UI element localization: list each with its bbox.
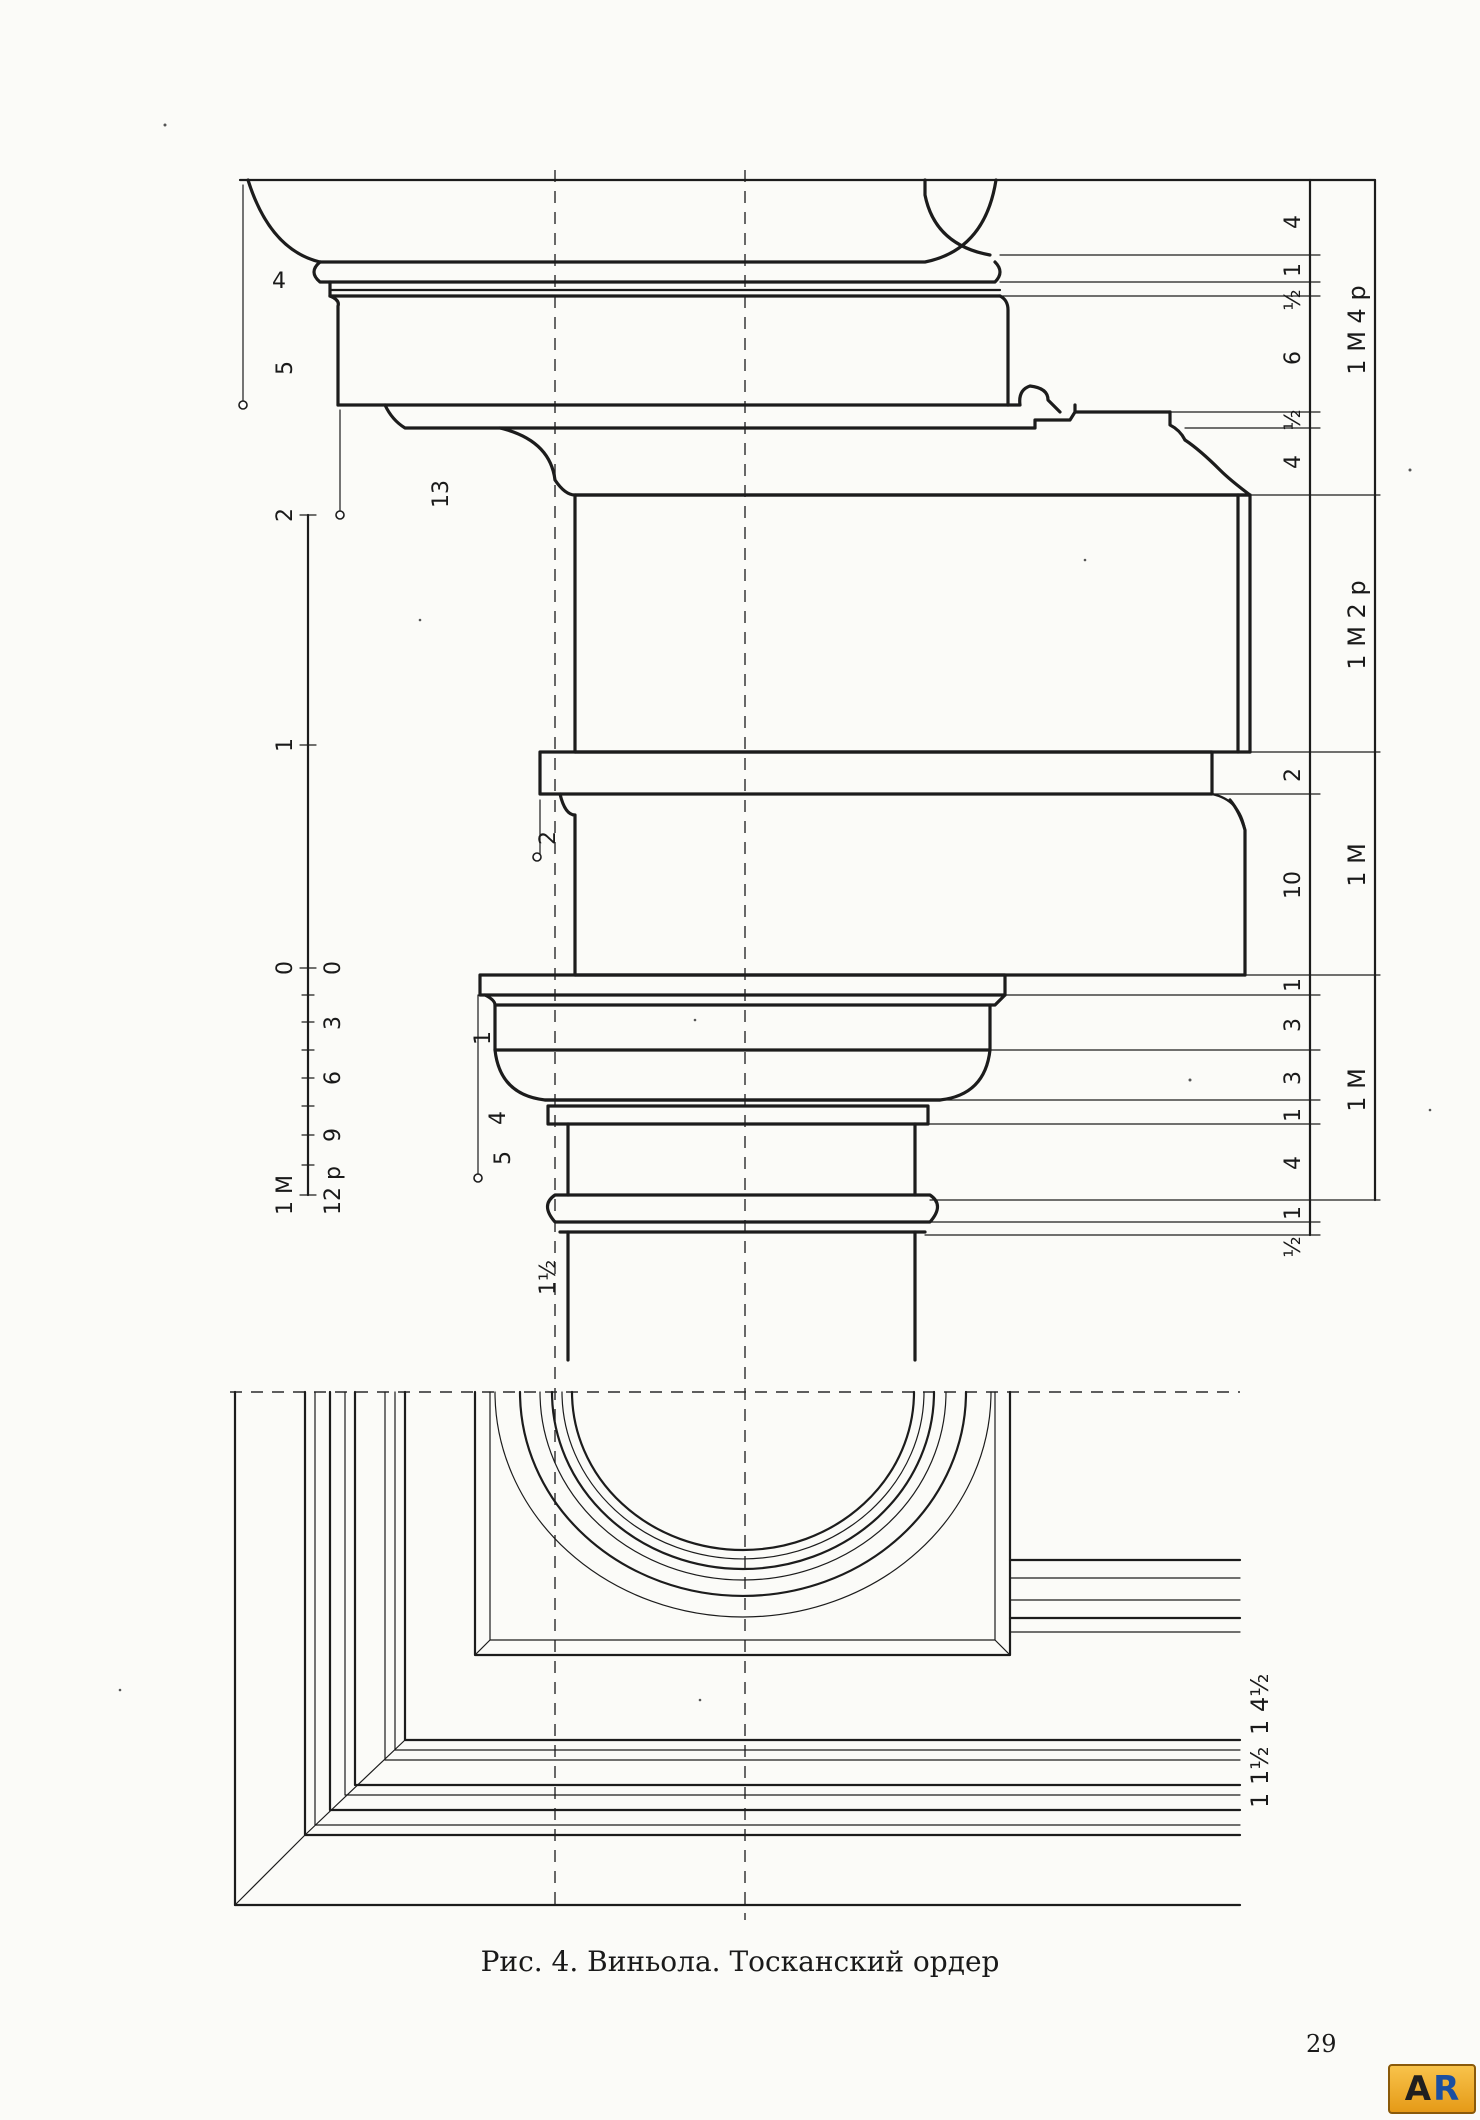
scale-labels: 2 1 0 0 3 6 9 1 М 12 р (273, 508, 346, 1215)
sub-6: 6 (1281, 351, 1306, 365)
sub-1-c: 1 (1281, 1108, 1306, 1122)
dimension-lines (924, 178, 1381, 1237)
sub-half-a: ½ (1281, 289, 1306, 310)
left-13: 13 (429, 480, 454, 508)
logo-letter-r: R (1433, 2069, 1460, 2109)
left-4: 4 (272, 269, 286, 294)
scale-3: 3 (321, 1016, 346, 1030)
scale-0a: 0 (273, 961, 298, 975)
left-4b: 4 (486, 1111, 511, 1125)
sub-1-d: 1 (1281, 1206, 1306, 1220)
sub-half-b: ½ (1281, 409, 1306, 430)
left-labels: 4 5 13 2 1 4 5 1½ (272, 269, 561, 1295)
sub-4-b: 4 (1281, 455, 1306, 469)
sub-half-c: ½ (1281, 1236, 1306, 1257)
scan-specks (118, 123, 1432, 1702)
scale-0b: 0 (321, 961, 346, 975)
main-1m-a: 1 М (1343, 843, 1371, 887)
sub-1-a: 1 (1281, 263, 1306, 277)
plan-labels: 1 1½ 1 4½ (1246, 1673, 1274, 1808)
logo-letter-a: A (1404, 2069, 1432, 2109)
plan-1half: 1½ (1246, 1746, 1274, 1785)
scale-1m: 1 М (273, 1175, 298, 1215)
scale-2: 2 (273, 508, 298, 522)
sub-1-b: 1 (1281, 978, 1306, 992)
capital-block (558, 792, 1247, 977)
scale-1: 1 (273, 738, 298, 752)
sub-4-top: 4 (1281, 215, 1306, 229)
left-5b: 5 (491, 1151, 516, 1165)
scale-12p: 12 р (321, 1166, 346, 1215)
plan-1: 1 (1246, 1793, 1274, 1808)
base-mouldings (478, 973, 1007, 1362)
plan-4half: 4½ (1246, 1673, 1274, 1712)
plan-1b: 1 (1246, 1720, 1274, 1735)
scale-6: 6 (321, 1071, 346, 1085)
cornice-block (246, 178, 1252, 497)
scale-9: 9 (321, 1128, 346, 1142)
sub-3-b: 3 (1281, 1071, 1306, 1085)
frieze-block (573, 493, 1252, 754)
left-5: 5 (273, 361, 298, 375)
sub-2: 2 (1281, 768, 1306, 782)
sub-4-c: 4 (1281, 1156, 1306, 1170)
left-1: 1 (471, 1031, 496, 1045)
leader-lines (238, 184, 542, 1183)
main-1m-b: 1 М (1343, 1068, 1371, 1112)
left-2: 2 (536, 831, 561, 845)
scale-bar (299, 513, 317, 1197)
right-main-labels: 1 М 4 р 1 М 2 р 1 М 1 М (1343, 285, 1371, 1111)
page-number: 29 (1306, 2030, 1337, 2058)
main-1m2p: 1 М 2 р (1343, 580, 1371, 669)
sub-10: 10 (1281, 871, 1306, 899)
sub-3-a: 3 (1281, 1018, 1306, 1032)
right-sub-labels: 4 1 ½ 6 ½ 4 2 10 1 3 3 1 4 1 ½ (1281, 215, 1306, 1258)
plan-view (230, 1390, 1242, 1907)
architrave-band (538, 750, 1247, 832)
figure-caption: Рис. 4. Виньола. Тосканский ордер (480, 1945, 1000, 1978)
left-1half: 1½ (536, 1260, 561, 1295)
main-1m4p: 1 М 4 р (1343, 285, 1371, 374)
